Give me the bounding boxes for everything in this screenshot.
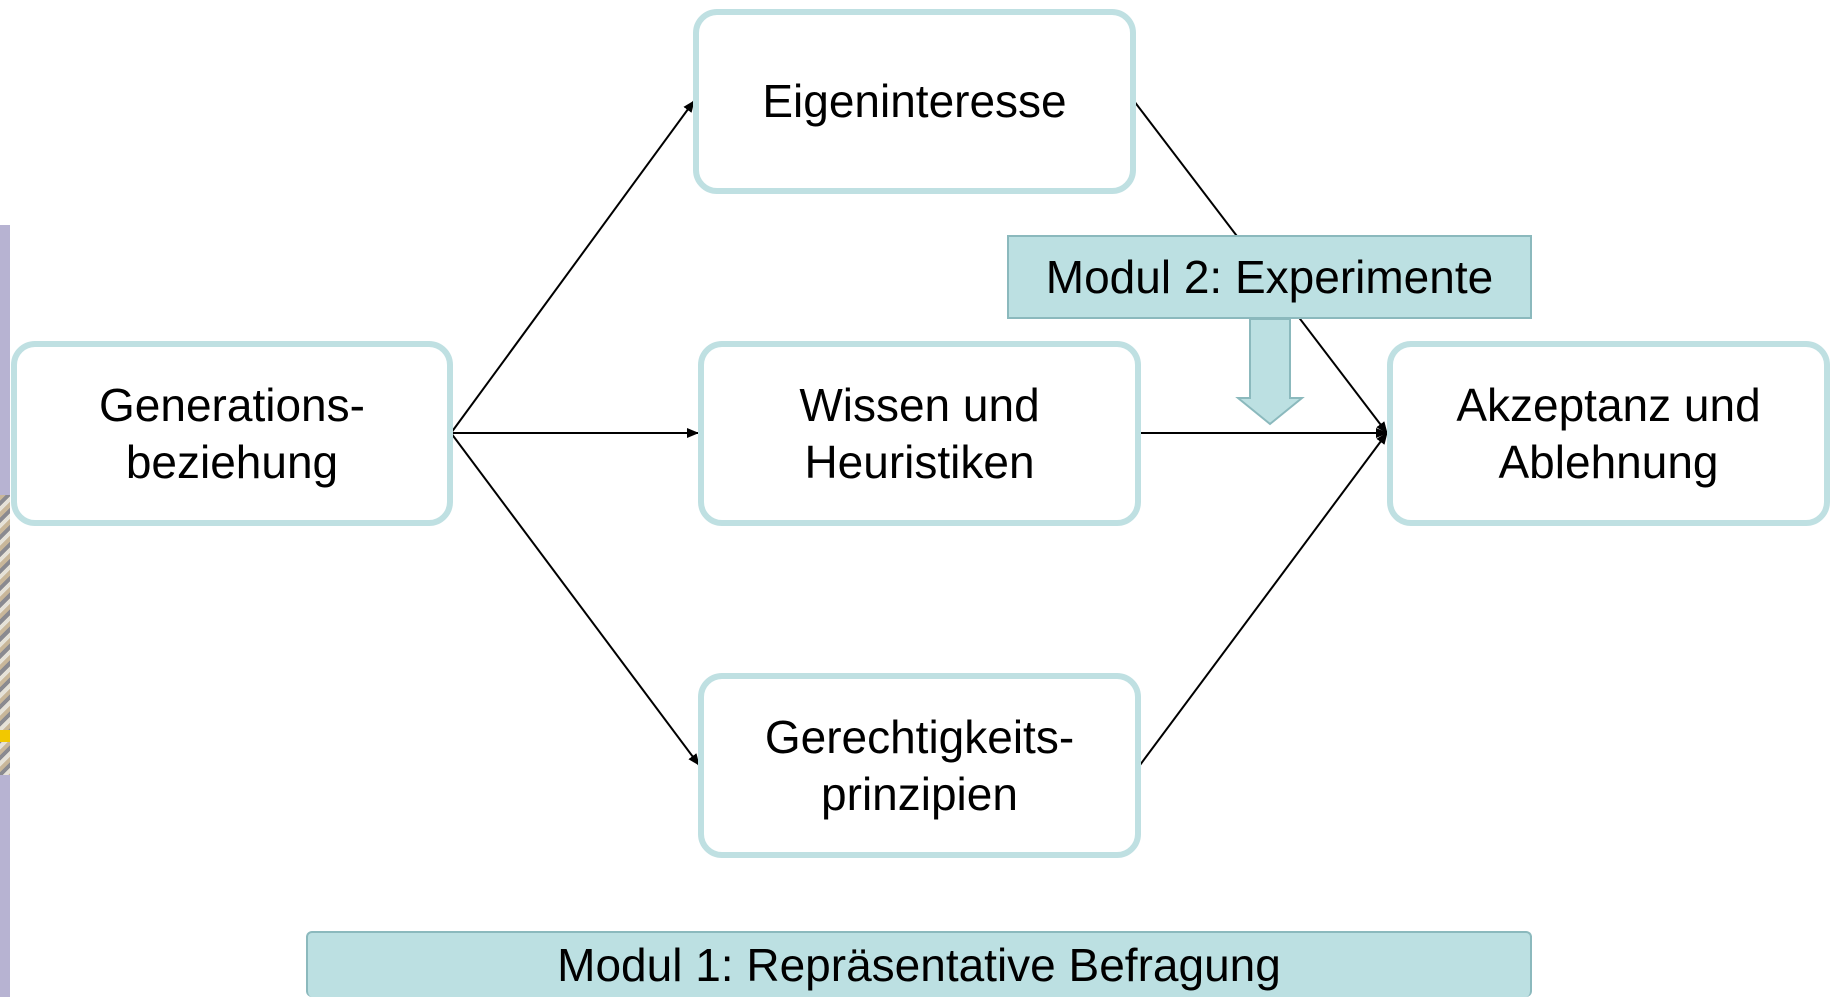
arrow-gen-to-gerechtigkeit [450, 432, 700, 766]
left-edge-photo-accent [0, 730, 10, 742]
arrow-gen-to-eigeninteresse [450, 100, 695, 434]
modul1-label: Modul 1: Repräsentative Befragung [557, 939, 1281, 991]
node-wissen-label: Wissen und Heuristiken [799, 378, 1040, 488]
node-eigeninteresse: Eigeninteresse [693, 9, 1136, 194]
modul2-label: Modul 2: Experimente [1045, 251, 1494, 303]
node-gerechtigkeit-label: Gerechtigkeits- prinzipien [764, 710, 1075, 820]
modul2-down-arrow-shape [1235, 318, 1305, 426]
node-wissen-und-heuristiken: Wissen und Heuristiken [698, 341, 1141, 526]
node-gerechtigkeitsprinzipien: Gerechtigkeits- prinzipien [698, 673, 1141, 858]
node-akzeptanz-und-ablehnung: Akzeptanz und Ablehnung [1387, 341, 1830, 526]
node-generationsbeziehung-label: Generations- beziehung [99, 378, 365, 488]
node-generationsbeziehung: Generations- beziehung [11, 341, 453, 526]
node-akzeptanz-label: Akzeptanz und Ablehnung [1456, 378, 1761, 488]
arrow-gerechtigkeit-to-akzeptanz [1139, 432, 1388, 766]
left-edge-photo [0, 495, 10, 775]
modul2-box: Modul 2: Experimente [1007, 235, 1532, 319]
node-eigeninteresse-label: Eigeninteresse [762, 75, 1067, 127]
modul1-box: Modul 1: Repräsentative Befragung [306, 931, 1532, 997]
